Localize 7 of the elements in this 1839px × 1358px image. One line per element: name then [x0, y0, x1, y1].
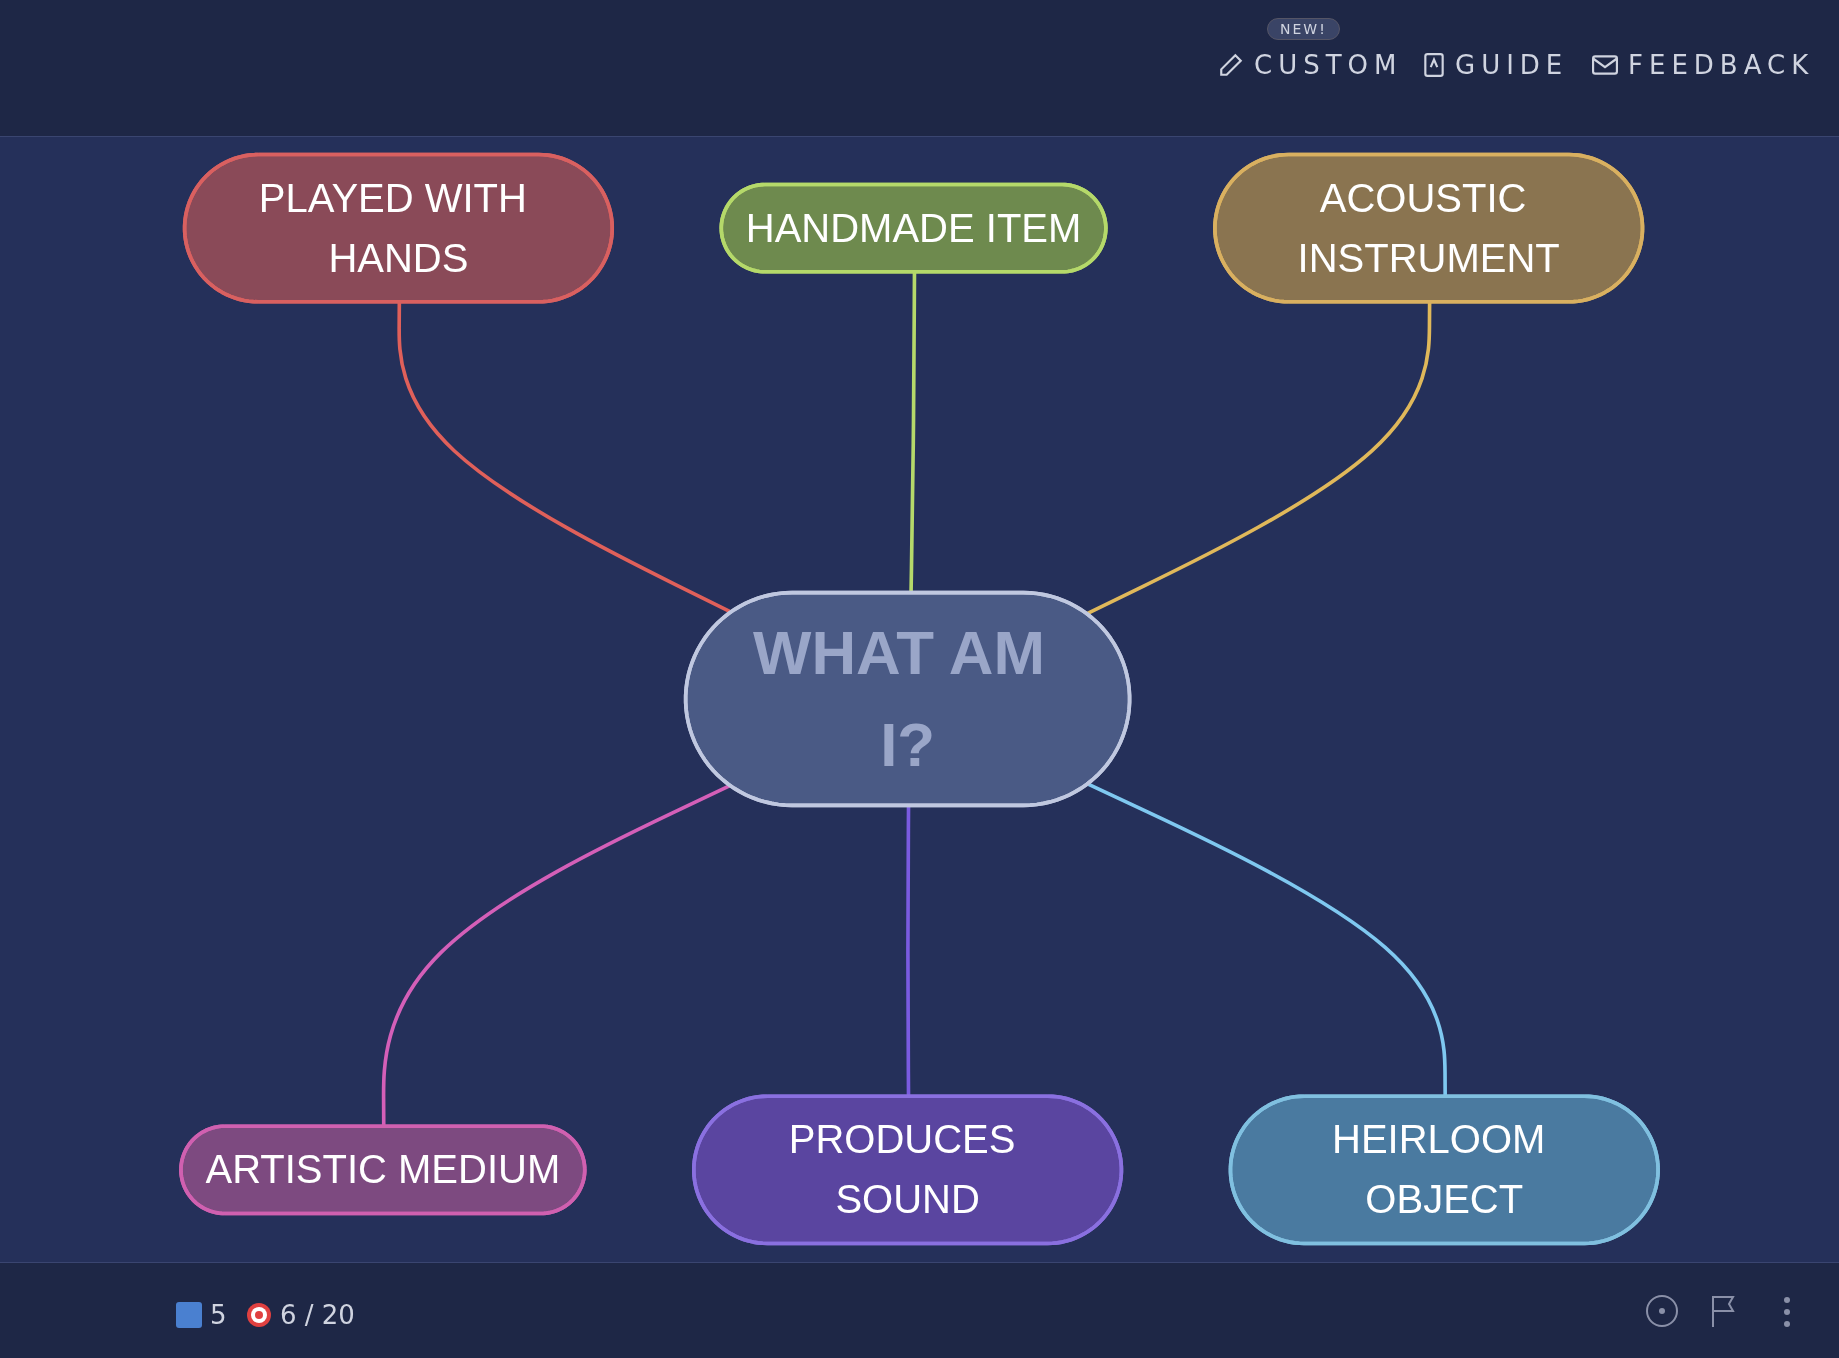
- nav-link: CUSTOM: [1254, 50, 1403, 80]
- guess-counter: 6 / 20: [280, 1300, 355, 1330]
- connector: [1085, 302, 1432, 616]
- new-badge: NEW!: [1267, 18, 1340, 40]
- nav-link: GUIDE: [1455, 50, 1569, 80]
- nav-link: FEEDBACK: [1628, 50, 1815, 80]
- word-count: 5: [210, 1300, 227, 1330]
